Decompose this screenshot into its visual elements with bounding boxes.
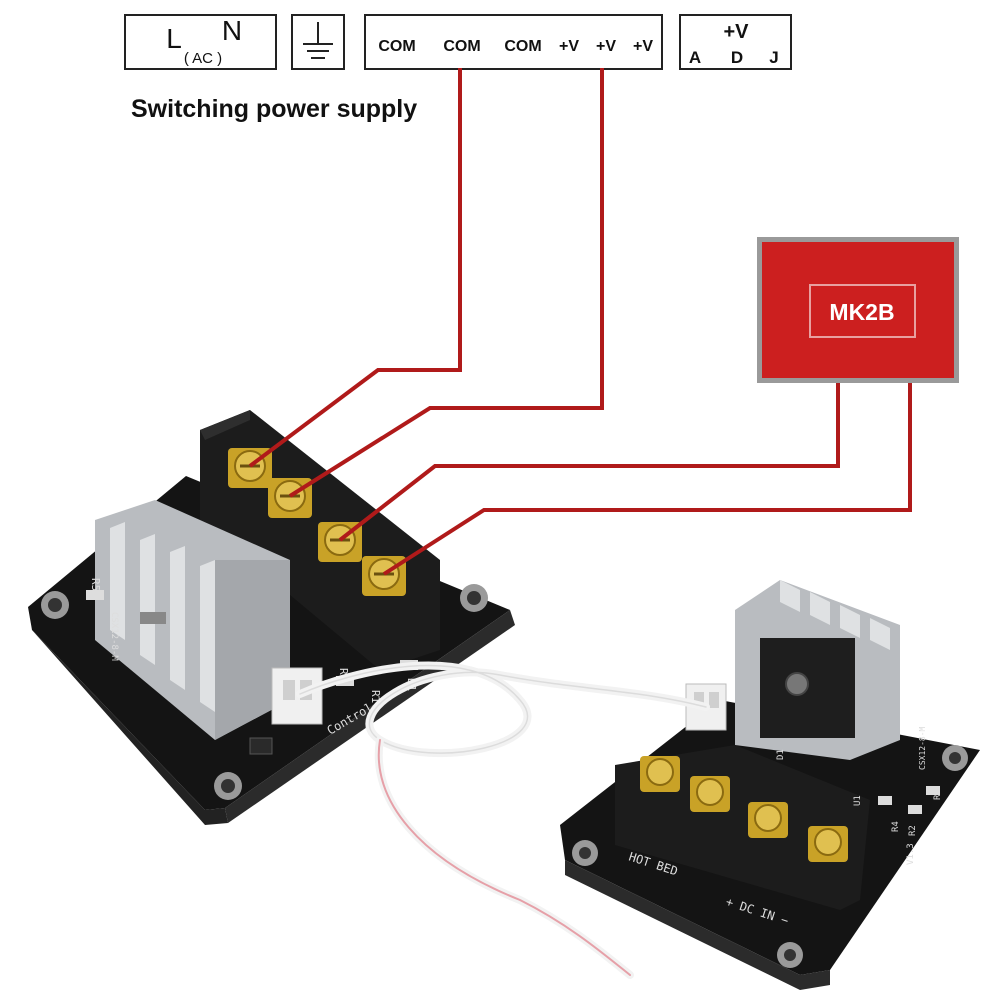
large-terminal-block <box>200 410 440 670</box>
output-label: COM <box>378 38 415 55</box>
wire-com <box>248 68 462 468</box>
ac-sub-label: ( AC ) <box>184 50 222 67</box>
output-label: COM <box>443 38 480 55</box>
mounting-hole <box>214 772 242 800</box>
mounting-hole <box>572 840 598 866</box>
smd-resistor <box>86 590 104 600</box>
mosfet-module-small: HOT BED + DC IN − R4 R2 R6 D1 U1 V1.3 CS… <box>560 580 980 990</box>
label-version: V1.3 <box>906 843 916 865</box>
large-heatsink <box>95 500 290 740</box>
mosfet-module-large: Control in R5 R3 R1 D1 CSX12-8-M <box>28 410 515 825</box>
screw-terminal <box>748 802 788 838</box>
small-heatsink <box>735 580 900 760</box>
adj-d-label: D <box>731 48 743 67</box>
smd-resistor <box>878 796 892 805</box>
adj-j-label: J <box>769 48 778 67</box>
wire-plus-v <box>288 68 604 498</box>
mounting-hole <box>942 745 968 771</box>
ac-input-box <box>124 14 277 70</box>
label-r6: R6 <box>933 789 943 800</box>
output-label: +V <box>596 38 616 55</box>
screw-terminal <box>640 756 680 792</box>
dc-output-labels: COM COM COM +V +V +V <box>378 38 653 55</box>
screw-terminal <box>690 776 730 812</box>
label-d1: D1 <box>776 749 786 760</box>
mounting-hole <box>41 591 69 619</box>
label-u1: U1 <box>853 795 863 806</box>
heatbed-body <box>762 242 954 378</box>
label-r4: R4 <box>891 821 901 832</box>
ground-box <box>291 14 345 70</box>
smd-resistor <box>908 805 922 814</box>
output-label: +V <box>633 38 653 55</box>
output-label: +V <box>559 38 579 55</box>
screw-terminal <box>808 826 848 862</box>
ac-l-label: L <box>166 23 182 54</box>
mounting-hole <box>777 942 803 968</box>
heatbed-label: MK2B <box>829 299 894 325</box>
ground-icon <box>303 22 333 59</box>
label-board-id: CSX12-8-M <box>109 612 119 661</box>
power-supply-terminals: L N ( AC ) COM COM COM +V +V +V +V A D J… <box>124 14 792 123</box>
label-r2: R2 <box>908 825 918 836</box>
label-r5: R5 <box>89 578 102 591</box>
wiring <box>248 68 912 576</box>
smd-resistor <box>926 786 940 795</box>
power-supply-caption: Switching power supply <box>131 95 417 123</box>
voltage-adjust-box <box>679 14 792 70</box>
adj-v-label: +V <box>723 21 749 43</box>
dc-outputs-box <box>364 14 663 70</box>
label-board-id: CSX12-8-M <box>918 726 927 770</box>
mounting-hole <box>460 584 488 612</box>
smd-transistor <box>249 737 273 755</box>
wire-heatbed-2 <box>382 383 912 576</box>
control-cable <box>296 661 710 979</box>
output-label: COM <box>504 38 541 55</box>
wire-heatbed-1 <box>338 383 840 542</box>
adj-a-label: A <box>689 48 701 67</box>
small-terminal-block <box>615 745 870 910</box>
ac-n-label: N <box>222 15 242 46</box>
mosfet-screw <box>785 672 809 696</box>
mk2b-heatbed: MK2B <box>757 237 959 383</box>
